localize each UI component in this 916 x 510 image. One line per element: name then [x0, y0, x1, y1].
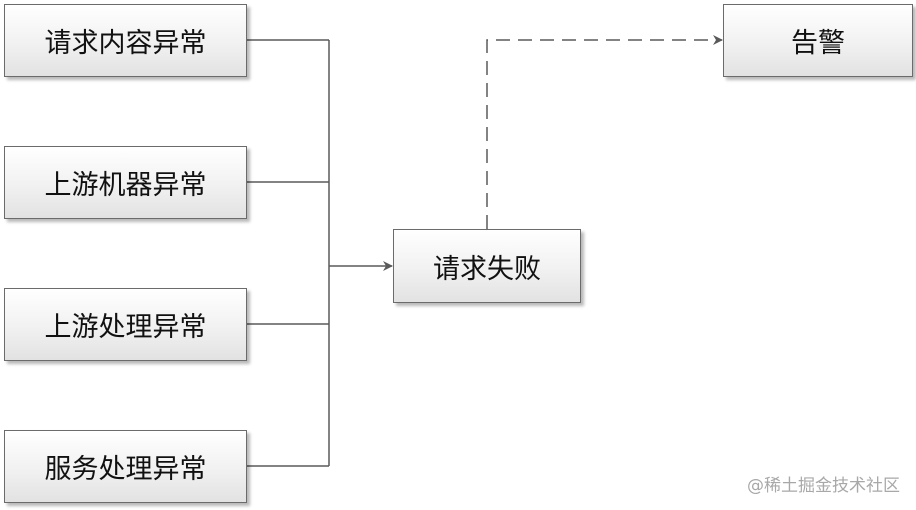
node-upstream-machine-error: 上游机器异常: [4, 146, 247, 219]
watermark: @稀土掘金技术社区: [747, 476, 900, 496]
node-alarm: 告警: [723, 4, 913, 77]
node-service-processing-error: 服务处理异常: [4, 430, 247, 503]
dashed-arrow-to-alarm: [486, 35, 723, 229]
node-request-content-error: 请求内容异常: [4, 4, 247, 77]
node-request-failure: 请求失败: [393, 229, 581, 303]
node-upstream-processing-error: 上游处理异常: [4, 288, 247, 361]
